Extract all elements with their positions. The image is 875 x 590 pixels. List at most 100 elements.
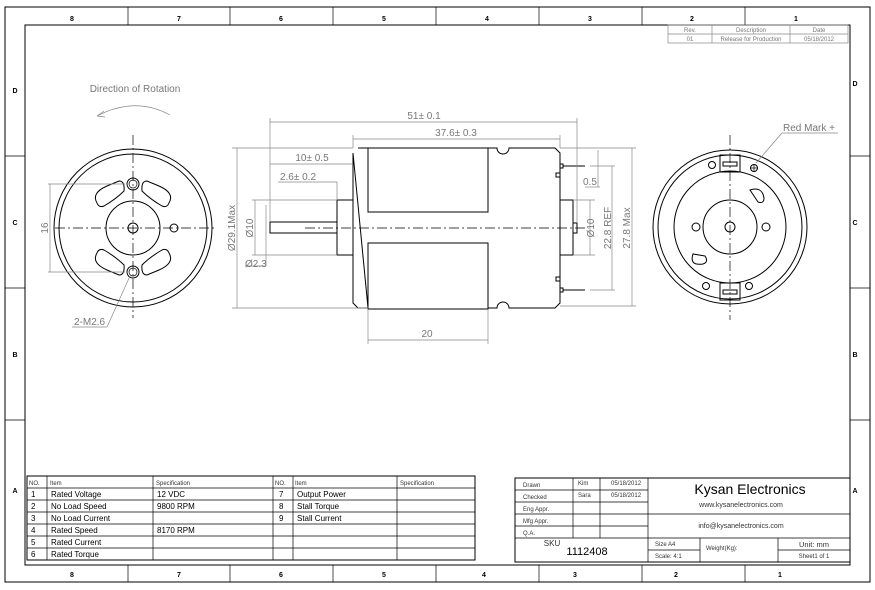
diameter-max-dimension: Ø29.1Max bbox=[227, 205, 238, 251]
pitch-dimension: 16 bbox=[40, 222, 51, 234]
approval-role: Eng Appr. bbox=[523, 507, 549, 513]
shaft-length-dimension: 10± 0.5 bbox=[295, 153, 329, 164]
zone-col-2-bottom: 2 bbox=[674, 572, 678, 579]
spec-item: No Load Current bbox=[51, 514, 111, 523]
spec-no: 1 bbox=[31, 490, 36, 499]
specification-table: NO. Item Specification NO. Item Specific… bbox=[26, 475, 476, 561]
item-header: Item bbox=[50, 481, 62, 487]
zone-ticks bbox=[5, 7, 870, 582]
approval-name: Kim bbox=[578, 481, 588, 487]
sheet-number: Sheet1 of 1 bbox=[799, 554, 830, 560]
scale: Scale: 4:1 bbox=[655, 554, 682, 560]
specification-header: Specification bbox=[156, 481, 190, 487]
approval-name: Sara bbox=[578, 493, 591, 499]
rev-header: Rev. bbox=[684, 28, 696, 34]
specification-header-2: Specification bbox=[400, 481, 434, 487]
zone-col-5-bottom: 5 bbox=[382, 572, 386, 579]
weight-label: Weight(Kg): bbox=[706, 546, 738, 552]
zone-col-6: 6 bbox=[279, 16, 283, 23]
spec-value: 8170 RPM bbox=[157, 526, 195, 535]
zone-row-d: D bbox=[12, 88, 17, 95]
zone-row-b: B bbox=[12, 352, 17, 359]
approval-date: 05/18/2012 bbox=[611, 493, 642, 499]
body-length-dimension: 37.6± 0.3 bbox=[435, 128, 477, 139]
zone-row-d-right: D bbox=[852, 81, 857, 88]
spec-no: 7 bbox=[279, 490, 284, 499]
zone-col-8-bottom: 8 bbox=[70, 572, 74, 579]
rev-value: 01 bbox=[687, 37, 694, 43]
spec-no: 3 bbox=[31, 514, 36, 523]
shaft-diameter-dimension: Ø2.3 bbox=[245, 259, 267, 270]
no-header: NO. bbox=[29, 481, 40, 487]
approval-role: Mfg Appr. bbox=[523, 519, 549, 525]
zone-row-a: A bbox=[12, 488, 17, 495]
spec-item: Rated Current bbox=[51, 538, 102, 547]
company-email: info@kysanelectronics.com bbox=[698, 523, 783, 530]
spec-item: Stall Current bbox=[297, 514, 342, 523]
zone-row-a-right: A bbox=[852, 488, 857, 495]
spec-no: 8 bbox=[279, 502, 284, 511]
spec-no: 4 bbox=[31, 526, 36, 535]
spec-no: 6 bbox=[31, 550, 36, 559]
sku-value: 1112408 bbox=[566, 546, 607, 558]
rear-end-view: Red Mark + bbox=[652, 123, 838, 320]
magnet-length-dimension: 20 bbox=[421, 329, 433, 340]
thread-label: 2-M2.6 bbox=[74, 317, 106, 328]
zone-col-1: 1 bbox=[794, 16, 798, 23]
item-header-2: Item bbox=[295, 481, 307, 487]
front-end-view: Direction of Rotation 16 2-M2.6 bbox=[40, 84, 215, 328]
boss-length-dimension: 2.6± 0.2 bbox=[280, 172, 317, 183]
spec-item: Rated Speed bbox=[51, 526, 98, 535]
rear-boss-diameter-dimension: Ø10 bbox=[586, 218, 597, 237]
spec-no: 2 bbox=[31, 502, 36, 511]
zone-col-7-bottom: 7 bbox=[177, 572, 181, 579]
description-header: Description bbox=[736, 28, 766, 34]
zone-row-c-right: C bbox=[852, 220, 857, 227]
zone-col-2: 2 bbox=[690, 16, 694, 23]
upper-magnet bbox=[367, 147, 489, 213]
outer-frame bbox=[4, 6, 871, 583]
spec-no: 9 bbox=[279, 514, 284, 523]
lower-magnet bbox=[367, 242, 489, 310]
zone-labels: 8 7 6 5 4 3 2 1 8 7 6 5 4 3 2 1 D C B A … bbox=[12, 16, 857, 579]
overall-length-dimension: 51± 0.1 bbox=[407, 111, 441, 122]
rotation-arrow-icon bbox=[96, 105, 171, 117]
revision-table: Rev. Description Date 01 Release for Pro… bbox=[667, 24, 849, 44]
rotation-label: Direction of Rotation bbox=[90, 84, 181, 95]
unit: Unit: mm bbox=[799, 540, 829, 549]
zone-col-3-bottom: 3 bbox=[573, 572, 577, 579]
spec-item: Rated Voltage bbox=[51, 490, 102, 499]
ref-dimension: 22.8 REF bbox=[603, 207, 614, 249]
side-view: 51± 0.1 37.6± 0.3 10± 0.5 2.6± 0.2 Ø29.1… bbox=[227, 111, 636, 344]
company-website: www.kysanelectronics.com bbox=[698, 502, 783, 509]
date-value: 05/18/2012 bbox=[804, 37, 835, 43]
spec-item: No Load Speed bbox=[51, 502, 107, 511]
height-max-dimension: 27.8 Max bbox=[622, 207, 633, 248]
spec-item: Rated Torque bbox=[51, 550, 99, 559]
boss-diameter-dimension: Ø10 bbox=[245, 218, 256, 237]
date-header: Date bbox=[813, 28, 826, 34]
zone-col-3: 3 bbox=[588, 16, 592, 23]
description-value: Release for Production bbox=[720, 37, 781, 43]
approval-role: Q.A. bbox=[523, 531, 535, 537]
shaft bbox=[269, 221, 338, 234]
inner-frame bbox=[24, 24, 851, 566]
spec-no: 5 bbox=[31, 538, 36, 547]
spec-value: 9800 RPM bbox=[157, 502, 195, 511]
zone-col-4: 4 bbox=[485, 16, 489, 23]
approval-role: Drawn bbox=[523, 483, 540, 489]
zone-row-c: C bbox=[12, 220, 17, 227]
zone-col-4-bottom: 4 bbox=[482, 572, 486, 579]
spec-item: Output Power bbox=[297, 490, 346, 499]
zone-col-7: 7 bbox=[177, 16, 181, 23]
red-mark-label: Red Mark + bbox=[783, 123, 835, 134]
approval-date: 05/18/2012 bbox=[611, 481, 642, 487]
zone-col-8: 8 bbox=[70, 16, 74, 23]
spec-item: Stall Torque bbox=[297, 502, 340, 511]
terminal-dimension: 0.5 bbox=[583, 177, 597, 188]
zone-col-6-bottom: 6 bbox=[279, 572, 283, 579]
zone-col-1-bottom: 1 bbox=[778, 572, 782, 579]
company-name: Kysan Electronics bbox=[694, 481, 805, 497]
